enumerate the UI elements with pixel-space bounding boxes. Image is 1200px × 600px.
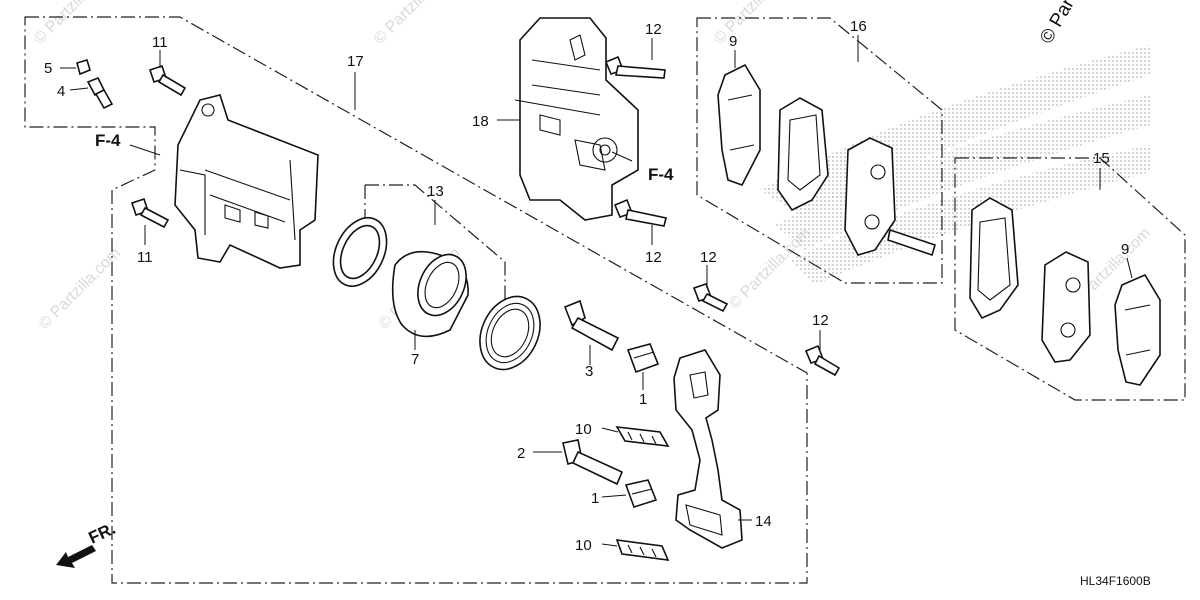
callout-numbers: 5 4 11 11 17 13 7 3 1 10 2 1 10 14 12 12… bbox=[44, 18, 1129, 554]
bleeder-screw bbox=[86, 76, 114, 110]
bolt-12-a bbox=[604, 55, 666, 79]
callout-12-b: 12 bbox=[645, 249, 662, 266]
callout-15: 15 bbox=[1093, 150, 1110, 167]
caliper-pin-3 bbox=[563, 299, 620, 352]
callout-7: 7 bbox=[411, 351, 419, 368]
watermark-text: © Partzilla.com bbox=[711, 0, 799, 48]
brake-pad-15-outer bbox=[1041, 251, 1091, 363]
bolt-12-c bbox=[692, 282, 729, 313]
callout-17: 17 bbox=[347, 53, 364, 70]
front-direction-arrow: FR. bbox=[56, 519, 119, 568]
callout-10-upper: 10 bbox=[575, 421, 592, 438]
reference-label-f4-right: F-4 bbox=[648, 165, 674, 184]
caliper-pin-2 bbox=[562, 439, 624, 486]
callout-12-c: 12 bbox=[700, 249, 717, 266]
callout-3: 3 bbox=[585, 363, 593, 380]
watermark-text: © Partzilla.com bbox=[36, 245, 124, 333]
caliper-bracket bbox=[673, 349, 743, 549]
watermark-text: © Partzilla.com bbox=[371, 0, 459, 48]
bolt-11-upper bbox=[148, 64, 187, 97]
boot-upper bbox=[626, 343, 660, 374]
callout-2: 2 bbox=[517, 445, 525, 462]
assembly-box-17 bbox=[24, 16, 808, 584]
callout-12-a: 12 bbox=[645, 21, 662, 38]
pad-shim-16 bbox=[717, 63, 761, 186]
caliper-assembly bbox=[514, 17, 639, 221]
copyright-text: © Par bbox=[1036, 0, 1079, 48]
bolt-12-d bbox=[804, 344, 841, 377]
pad-spring-upper bbox=[615, 426, 670, 447]
callout-5: 5 bbox=[44, 60, 52, 77]
dust-seal bbox=[479, 295, 541, 371]
callout-9-top: 9 bbox=[729, 33, 737, 50]
callout-11-bottom: 11 bbox=[137, 249, 153, 266]
diagram-code: HL34F1600B bbox=[1080, 574, 1151, 588]
pad-shim-15 bbox=[1114, 273, 1161, 386]
callout-10-lower: 10 bbox=[575, 537, 592, 554]
caliper-body bbox=[174, 94, 319, 269]
callout-11-top: 11 bbox=[152, 34, 168, 51]
callout-4: 4 bbox=[57, 83, 65, 100]
callout-14: 14 bbox=[755, 513, 772, 530]
piston-seal bbox=[332, 217, 388, 287]
callout-12-d: 12 bbox=[812, 312, 829, 329]
boot-lower bbox=[624, 479, 658, 508]
pad-spring-lower bbox=[615, 539, 670, 561]
callout-1-lower: 1 bbox=[591, 490, 599, 507]
callout-18: 18 bbox=[472, 113, 489, 130]
bolt-11-lower bbox=[130, 197, 170, 229]
brake-pad-16-outer bbox=[844, 137, 936, 257]
callout-1-upper: 1 bbox=[639, 391, 647, 408]
bolt-12-b bbox=[613, 198, 667, 227]
piston bbox=[391, 250, 469, 338]
front-direction-label: FR. bbox=[86, 519, 119, 548]
brake-pad-15-inner bbox=[969, 197, 1019, 320]
assembly-box-15 bbox=[954, 157, 1186, 401]
callout-13: 13 bbox=[427, 183, 444, 200]
assembly-box-16 bbox=[696, 17, 943, 284]
leader-lines bbox=[60, 35, 1133, 547]
callout-16: 16 bbox=[850, 18, 867, 35]
reference-label-f4-left: F-4 bbox=[95, 131, 121, 150]
brake-pad-16-inner bbox=[777, 97, 829, 212]
bleeder-cap bbox=[76, 59, 91, 76]
callout-9-right: 9 bbox=[1121, 241, 1129, 258]
watermark-text: © Partzilla.com bbox=[31, 0, 119, 48]
